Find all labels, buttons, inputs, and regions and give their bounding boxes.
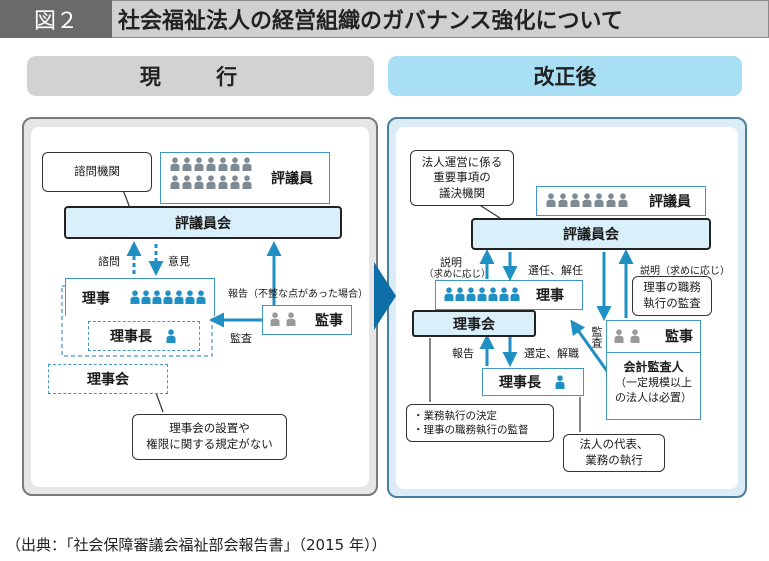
select-dismiss-label: 選定、解職 xyxy=(524,347,579,360)
opinion-label: 意見 xyxy=(168,255,190,268)
revised-report-label: 報告 xyxy=(452,347,474,360)
source-caption: （出典：「社会保障審議会福祉部会報告書」（2015 年）） xyxy=(6,536,387,554)
revised-chairperson-person-icon xyxy=(555,375,565,389)
figure-number: 図２ xyxy=(0,0,112,38)
revised-directors-label: 理事 xyxy=(536,288,564,304)
audit-vertical-label: 監査 xyxy=(590,326,603,348)
accounting-auditor-label: 会計監査人 xyxy=(623,360,684,374)
revised-header: 改正後 xyxy=(388,56,742,96)
revised-chairperson-box: 理事長 xyxy=(482,368,584,396)
revised-board-box: 理事会 xyxy=(412,310,536,337)
transition-arrow-icon xyxy=(374,262,396,330)
current-header: 現 行 xyxy=(27,56,374,96)
revised-directors-people-icon xyxy=(444,287,520,301)
audit-label: 監査 xyxy=(230,332,252,345)
figure-title: 社会福祉法人の経営組織のガバナンス強化について xyxy=(118,9,623,34)
directors-label: 理事 xyxy=(82,290,110,307)
councilors-label: 評議員 xyxy=(271,171,313,187)
explain-left-label: 説明 xyxy=(440,256,462,269)
auditor-label: 監事 xyxy=(315,313,343,329)
revised-councilors-label: 評議員 xyxy=(649,194,691,210)
current-chairperson-box: 理事長 xyxy=(88,321,200,351)
explain-left-sub-label: （求めに応じ） xyxy=(424,269,491,280)
figure-title-bar xyxy=(0,0,769,38)
accounting-auditor-note: （一定規模以上 の法人は必置） xyxy=(615,376,692,404)
revised-auditor-label: 監事 xyxy=(665,329,693,345)
board-note: 理事会の設置や 権限に関する規定がない xyxy=(132,414,287,460)
board-functions-note: ・業務執行の決定 ・理事の職務執行の監督 xyxy=(406,404,554,442)
revised-councilors-people-icon xyxy=(546,193,628,207)
revised-chairperson-label: 理事長 xyxy=(499,375,541,391)
consult-label: 諮問 xyxy=(98,255,120,268)
chair-functions-note: 法人の代表、 業務の執行 xyxy=(563,434,665,472)
auditor-note: 理事の職務 執行の監査 xyxy=(632,276,712,316)
current-board-box: 理事会 xyxy=(48,364,168,394)
report-label: 報告（不整な点があった場合） xyxy=(228,289,368,300)
current-council-box: 評議員会 xyxy=(64,206,342,239)
decision-note: 法人運営に係る 重要事項の 議決機関 xyxy=(410,150,514,206)
revised-council-box: 評議員会 xyxy=(471,218,711,250)
advisory-note: 諮問機関 xyxy=(42,152,152,192)
revised-auditor-row: 監事 xyxy=(606,320,701,353)
revised-auditor-people-icon xyxy=(614,329,640,343)
explain-right-label: 説明（求めに応じ） xyxy=(640,266,730,277)
chairperson-label: 理事長 xyxy=(110,329,152,345)
current-auditor-box: 監事 xyxy=(262,305,352,335)
elect-dismiss-label: 選任、解任 xyxy=(528,264,583,277)
